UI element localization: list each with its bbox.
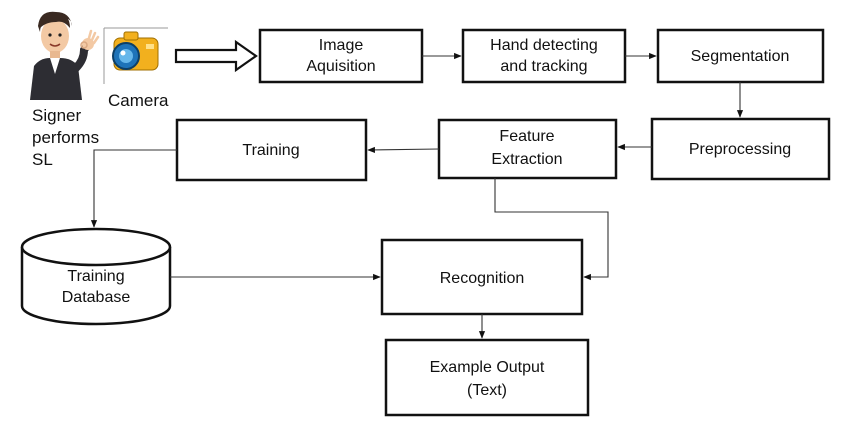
- edge-feature-to-training: [367, 146, 440, 153]
- node-training: Training: [175, 118, 368, 182]
- node-image-acquisition: Image Aquisition: [258, 28, 424, 84]
- camera-label: Camera: [108, 91, 169, 110]
- node-label: Aquisition: [306, 58, 375, 75]
- node-label: and tracking: [500, 58, 587, 75]
- node-label: Training: [242, 142, 299, 159]
- node-label: Segmentation: [691, 48, 790, 65]
- node-label: (Text): [467, 382, 507, 399]
- node-label: Recognition: [440, 270, 525, 287]
- node-training-database: Training Database: [20, 227, 172, 326]
- node-label: Training: [67, 268, 124, 285]
- node-label: Extraction: [491, 151, 562, 168]
- node-feature-extraction: Feature Extraction: [437, 118, 618, 180]
- node-label: Image: [319, 37, 364, 54]
- node-label: Database: [62, 289, 131, 306]
- edge-feature-to-recognition: [494, 178, 609, 281]
- signer-label-line1: Signer: [32, 106, 81, 125]
- node-hand-detecting: Hand detecting and tracking: [461, 28, 627, 84]
- node-label: Example Output: [430, 359, 545, 376]
- node-segmentation: Segmentation: [656, 28, 825, 84]
- node-example-output: Example Output (Text): [384, 338, 590, 417]
- node-label: Hand detecting: [490, 37, 598, 54]
- node-preprocessing: Preprocessing: [650, 117, 831, 181]
- edge-training-to-database: [90, 149, 177, 228]
- node-label: Feature: [499, 128, 554, 145]
- node-recognition: Recognition: [380, 238, 584, 316]
- signer-icon: [30, 11, 100, 100]
- node-label: Preprocessing: [689, 141, 791, 158]
- camera-icon: [103, 27, 168, 84]
- signer-label-line3: SL: [32, 150, 53, 169]
- camera-to-acquisition-arrow: [174, 39, 258, 73]
- signer-label-line2: performs: [32, 128, 99, 147]
